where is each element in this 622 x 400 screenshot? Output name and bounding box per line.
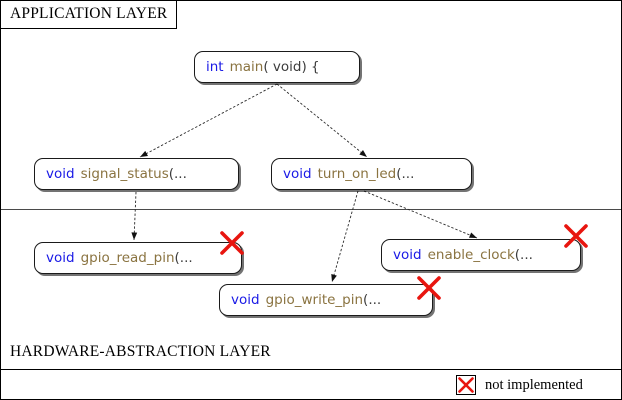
edge-turn_on_led-to-enable_clock [363,190,478,239]
legend-divider [1,369,621,370]
identifier-turn_on_led: turn_on_led [317,166,397,182]
keyword-signal_status: void [46,166,75,182]
edge-signal_status-to-gpio_read_pin [131,191,138,241]
edge-turn_on_led-to-gpio_write_pin [331,190,359,283]
keyword-enable_clock: void [393,247,422,263]
function-box-enable_clock[interactable]: void enable_clock(... [381,239,581,271]
function-box-signal_status[interactable]: void signal_status (... [34,158,239,190]
identifier-signal_status: signal_status [80,166,169,182]
args-turn_on_led: (... [396,166,415,182]
identifier-enable_clock: enable_clock [427,247,515,263]
application-layer-title: APPLICATION LAYER [1,1,178,29]
args-enable_clock: (... [514,247,533,263]
edge-main-to-signal_status [139,83,278,158]
legend-label: not implemented [485,376,583,393]
identifier-main: main [229,59,264,75]
keyword-gpio_read_pin: void [46,250,75,266]
hardware-abstraction-layer-title: HARDWARE-ABSTRACTION LAYER [10,343,271,360]
identifier-gpio_read_pin: gpio_read_pin [80,250,175,266]
function-box-gpio_write_pin[interactable]: void gpio_write_pin (... [219,284,433,316]
args-gpio_read_pin: (... [174,250,193,266]
legend-red-x-icon [456,375,476,395]
args-signal_status: (... [168,166,187,182]
args-gpio_write_pin: (... [363,292,382,308]
legend: not implemented [456,375,583,395]
args-main: ( void) { [263,59,320,75]
keyword-main: int [206,59,224,75]
keyword-gpio_write_pin: void [231,292,260,308]
keyword-turn_on_led: void [283,166,312,182]
identifier-gpio_write_pin: gpio_write_pin [265,292,364,308]
function-box-gpio_read_pin[interactable]: void gpio_read_pin (... [34,242,242,274]
layer-separator-line [1,209,621,210]
function-box-turn_on_led[interactable]: void turn_on_led(... [271,158,472,190]
edge-main-to-turn_on_led [276,83,368,158]
